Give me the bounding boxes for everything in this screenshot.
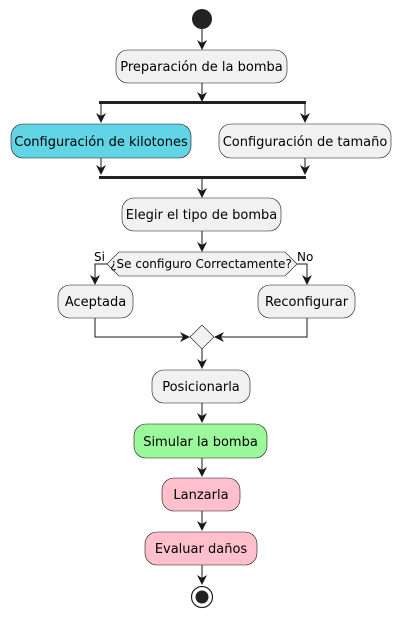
edge-decision-aceptada [90,263,107,285]
merge-diamond [189,324,215,350]
node-reconfigurar-label: Reconfigurar [265,295,349,310]
node-evaluar-label: Evaluar daños [155,542,248,557]
node-tamano-label: Configuración de tamaño [223,135,388,150]
end-node-inner [195,590,209,604]
branch-yes-label: Si [94,250,105,264]
edge-decision-reconfigurar [297,263,312,285]
node-simular-box [133,423,268,459]
node-kilotones-label: Configuración de kilotones [14,135,188,150]
node-lanzarla-label: Lanzarla [173,488,228,503]
fork-bar [99,101,306,104]
node-aceptada-label: Aceptada [65,295,126,310]
node-posicionarla-box [151,369,251,404]
branch-no-label: No [297,250,313,264]
node-posicionarla-label: Posicionarla [162,380,240,395]
start-node [192,9,212,29]
join-bar [99,176,306,179]
node-decision-label: ¿Se configuro Correctamente? [110,257,292,271]
node-prep-label: Preparación de la bomba [120,60,282,75]
edge-aceptada-merge [94,318,190,342]
node-simular-label: Simular la bomba [143,435,258,450]
node-tipo-label: Elegir el tipo de bomba [126,208,277,223]
node-lanzarla-box [161,477,241,512]
edge-reconfigurar-merge [214,318,308,342]
node-evaluar-box [144,531,258,566]
